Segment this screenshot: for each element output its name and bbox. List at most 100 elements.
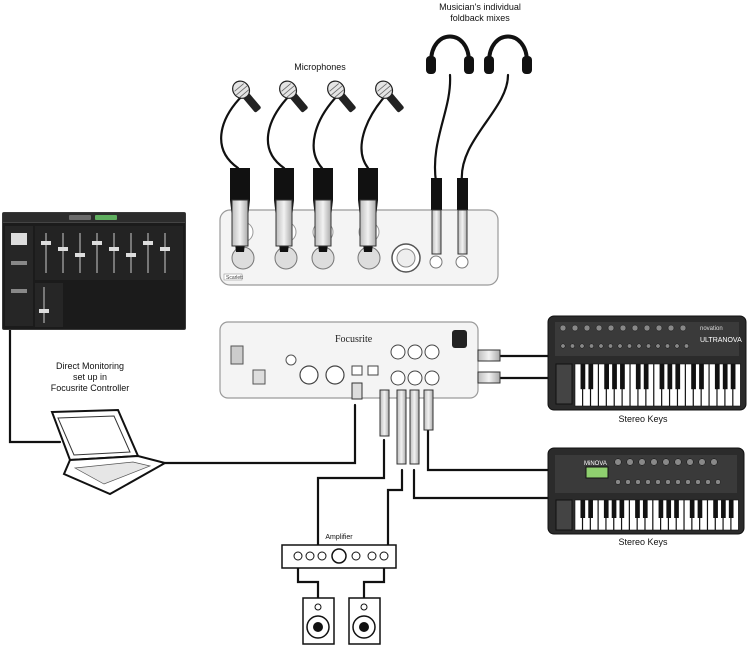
fader-track bbox=[96, 233, 98, 273]
stereo-keys-bottom: MiNOVA bbox=[547, 447, 745, 535]
black-key bbox=[603, 500, 609, 518]
headphones bbox=[426, 34, 532, 74]
black-key bbox=[728, 500, 734, 518]
xlr-plugs bbox=[230, 168, 378, 252]
laptop-screen-cable bbox=[8, 328, 62, 444]
black-key bbox=[611, 500, 617, 518]
speaker-icon bbox=[348, 597, 381, 645]
knob bbox=[615, 479, 621, 485]
black-key bbox=[689, 500, 695, 518]
headphone-cable-2 bbox=[460, 73, 510, 184]
mic-cable-2 bbox=[266, 93, 292, 170]
knob bbox=[643, 324, 651, 332]
black-key bbox=[658, 500, 664, 518]
microphone-icon bbox=[375, 80, 404, 113]
headphone-plugs bbox=[431, 178, 468, 255]
black-key bbox=[620, 364, 625, 390]
speaker-cable-right bbox=[362, 566, 386, 600]
knob bbox=[614, 458, 622, 466]
knob bbox=[626, 458, 634, 466]
midi-port bbox=[325, 365, 345, 385]
knob bbox=[655, 343, 661, 349]
amp-cable-left bbox=[316, 438, 386, 547]
microphones bbox=[232, 80, 404, 113]
black-key bbox=[666, 500, 672, 518]
front-brand-label: Scarlett bbox=[226, 275, 244, 281]
fader-cap bbox=[41, 241, 51, 245]
fader-cap bbox=[92, 241, 102, 245]
fader-track bbox=[147, 233, 149, 273]
knob bbox=[598, 343, 604, 349]
black-key bbox=[643, 364, 649, 390]
microphone-icon bbox=[279, 80, 308, 113]
knob bbox=[674, 343, 680, 349]
foldback-label: Musician's individual foldback mixes bbox=[439, 2, 521, 23]
black-key bbox=[604, 364, 609, 390]
black-key bbox=[588, 500, 593, 518]
knob bbox=[583, 324, 591, 332]
controller-control bbox=[11, 261, 27, 265]
knob bbox=[619, 324, 627, 332]
knob bbox=[625, 479, 631, 485]
black-key bbox=[588, 364, 594, 390]
black-key bbox=[699, 364, 704, 390]
amplifier-label: Amplifier bbox=[325, 534, 353, 541]
keys-bottom-cable-a bbox=[412, 468, 550, 500]
knob bbox=[679, 324, 687, 332]
black-key bbox=[691, 364, 696, 390]
black-key bbox=[580, 364, 586, 390]
fader-track bbox=[113, 233, 115, 273]
knob bbox=[631, 324, 639, 332]
black-key bbox=[667, 364, 673, 390]
cables bbox=[8, 73, 550, 600]
headphones-icon bbox=[426, 34, 474, 74]
stereo-keys-top-label: Stereo Keys bbox=[618, 414, 668, 424]
controller-title-bar bbox=[3, 213, 185, 223]
black-key bbox=[674, 500, 679, 518]
controller-mixer bbox=[5, 226, 183, 327]
knob bbox=[710, 458, 718, 466]
microphone-icon bbox=[232, 80, 261, 113]
knob bbox=[686, 458, 694, 466]
focusrite-controller-screen bbox=[2, 212, 186, 330]
microphone-icon bbox=[327, 80, 356, 113]
black-key bbox=[675, 364, 681, 390]
speaker-cable-left bbox=[296, 566, 320, 600]
fader-cap bbox=[160, 247, 170, 251]
knob bbox=[617, 343, 623, 349]
fader-cap bbox=[143, 241, 153, 245]
knob bbox=[645, 479, 651, 485]
fader-cap bbox=[75, 253, 85, 257]
fader-track bbox=[45, 233, 47, 273]
synth-top-model: ULTRANOVA bbox=[700, 337, 742, 344]
knob bbox=[638, 458, 646, 466]
stereo-keys-top: novation ULTRANOVA bbox=[547, 315, 747, 411]
knob bbox=[570, 343, 575, 349]
amp-cable-right bbox=[386, 468, 404, 547]
knob bbox=[636, 343, 642, 349]
fader-track bbox=[43, 287, 45, 323]
mic-cable-3 bbox=[312, 93, 340, 170]
knob bbox=[646, 343, 651, 349]
mic-cable-4 bbox=[360, 93, 388, 170]
usb-cable bbox=[163, 403, 357, 465]
fader-track bbox=[62, 233, 64, 273]
knob bbox=[662, 458, 670, 466]
mic-cable-1 bbox=[220, 93, 245, 170]
synth-top-brand: novation bbox=[700, 326, 723, 332]
fader-cap bbox=[39, 309, 49, 313]
black-key bbox=[619, 500, 625, 518]
microphones-label: Microphones bbox=[294, 62, 346, 72]
black-key bbox=[612, 364, 617, 390]
stereo-keys-bottom-label: Stereo Keys bbox=[618, 537, 668, 547]
audio-interface-icon bbox=[219, 209, 499, 286]
knob bbox=[665, 479, 671, 485]
controller-control bbox=[11, 289, 27, 293]
headphones-icon bbox=[484, 34, 532, 74]
amplifier-icon bbox=[281, 544, 397, 569]
midi-port bbox=[299, 365, 319, 385]
black-key bbox=[642, 500, 648, 518]
knob bbox=[684, 343, 689, 349]
